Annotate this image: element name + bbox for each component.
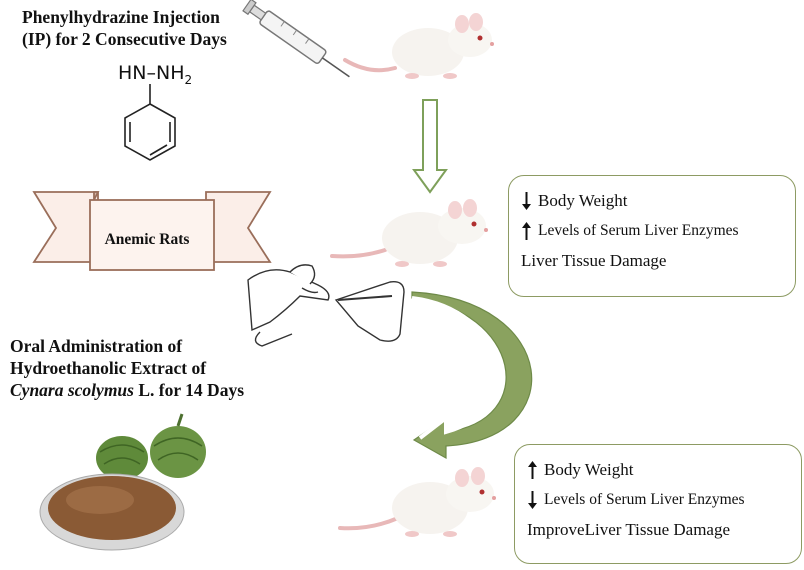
ribbon-label: Anemic Rats — [94, 231, 200, 249]
benzene-ring-icon — [125, 84, 175, 160]
oral-title-line2: Hydroethanolic Extract of — [10, 357, 244, 379]
species-name: Cynara scolymus — [10, 380, 134, 400]
treated-effects-box: Body Weight Levels of Serum Liver Enzyme… — [514, 444, 802, 564]
anemic-effect-1: Body Weight — [521, 186, 787, 216]
curved-flow-arrow — [412, 292, 532, 458]
injection-title-line2: (IP) for 2 Consecutive Days — [22, 28, 227, 50]
treated-effect-2-text: Levels of Serum Liver Enzymes — [544, 485, 745, 515]
anemic-effect-1-text: Body Weight — [538, 186, 627, 216]
anemic-effect-2: Levels of Serum Liver Enzymes — [521, 216, 787, 246]
rat-icon-top — [345, 13, 494, 79]
formula-subscript: 2 — [185, 73, 193, 87]
rat-icon-bottom — [340, 467, 496, 537]
treated-effect-1: Body Weight — [527, 455, 793, 485]
hydrazine-formula: HN–NH2 — [118, 62, 192, 87]
gavage-hands-icon — [248, 265, 404, 346]
down-arrow-icon — [521, 191, 532, 211]
up-arrow-icon — [521, 221, 532, 241]
treated-effect-3-text: ImproveLiver Tissue Damage — [527, 515, 730, 545]
down-arrow-icon — [527, 490, 538, 510]
formula-nh: NH — [156, 62, 185, 84]
oral-title-line3: Cynara scolymus L. for 14 Days — [10, 379, 244, 401]
anemic-effect-3-text: Liver Tissue Damage — [521, 246, 666, 276]
anemic-effects-box: Body Weight Levels of Serum Liver Enzyme… — [508, 175, 796, 297]
powder-dish-icon — [40, 474, 184, 550]
anemic-effect-3: Liver Tissue Damage — [521, 246, 787, 276]
down-flow-arrow — [414, 100, 446, 192]
injection-title-line1: Phenylhydrazine Injection — [22, 6, 227, 28]
rat-icon-middle — [332, 199, 488, 267]
oral-title-line1: Oral Administration of — [10, 335, 244, 357]
anemic-effect-2-text: Levels of Serum Liver Enzymes — [538, 216, 739, 246]
formula-hn: HN — [118, 62, 147, 84]
oral-title-line3-rest: L. for 14 Days — [134, 380, 244, 400]
syringe-icon — [242, 0, 354, 83]
treated-effect-1-text: Body Weight — [544, 455, 633, 485]
treated-effect-2: Levels of Serum Liver Enzymes — [527, 485, 793, 515]
artichoke-icon — [96, 414, 206, 480]
up-arrow-icon — [527, 460, 538, 480]
oral-administration-title: Oral Administration of Hydroethanolic Ex… — [10, 335, 244, 401]
treated-effect-3: ImproveLiver Tissue Damage — [527, 515, 793, 545]
injection-title: Phenylhydrazine Injection (IP) for 2 Con… — [22, 6, 227, 50]
